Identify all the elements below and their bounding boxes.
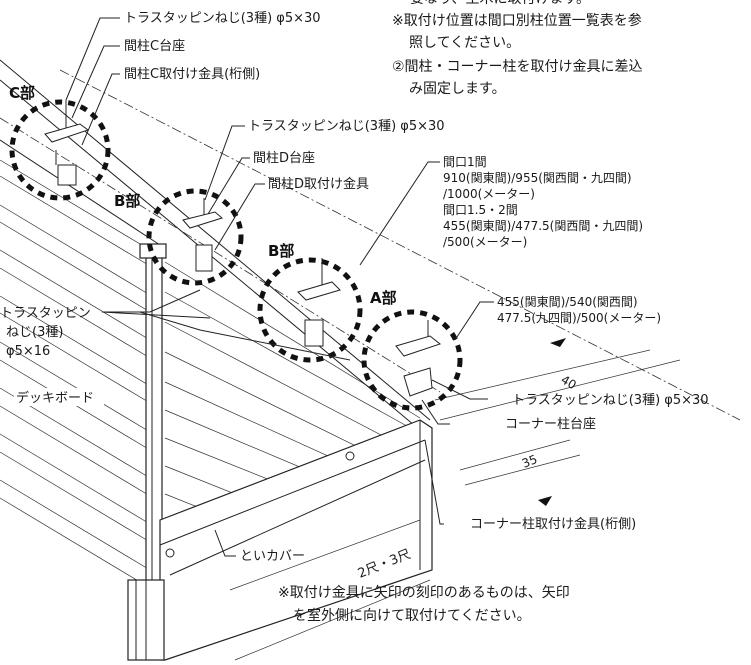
bottom-note-line-1: ※取付け金具に矢印の刻印のあるものは、矢印 [278, 585, 570, 601]
offset-line-2: 477.5(九四間)/500(メーター) [497, 311, 661, 325]
label-post-d-bracket: 間柱D取付け金具 [268, 176, 369, 192]
bracket-b2 [297, 258, 341, 347]
dim-35: 35 [520, 452, 539, 471]
part-label-c: C部 [9, 84, 35, 102]
note-line-4: み固定します。 [409, 81, 506, 97]
label-post-c-base: 間柱C台座 [124, 39, 185, 54]
callout-circle-b2 [257, 257, 363, 363]
span-line-4: 間口1.5・2間 [443, 203, 518, 217]
bottom-note-line-2: を室外側に向けて取付けてください。 [293, 608, 531, 624]
label-screw-top: トラスタッピンねじ(3種) φ5×30 [124, 10, 321, 26]
label-screw-right: トラスタッピンねじ(3種) φ5×30 [512, 392, 709, 408]
callout-circle-b1 [146, 188, 244, 286]
callout-circle-a [361, 309, 463, 411]
beam-outline [0, 59, 741, 431]
callout-circle-c [9, 99, 111, 201]
label-gutter-cover: といカバー [240, 549, 305, 564]
span-line-3: /1000(メーター) [443, 187, 535, 201]
label-screw-left-3: φ5×16 [6, 344, 50, 359]
label-deck-bg [14, 388, 104, 406]
label-deck-board: デッキボード [16, 390, 94, 406]
note-line-1: ※取付け位置は間口別柱位置一覧表を参 [392, 13, 642, 29]
offset-line-1: 455(関東間)/540(関西間) [497, 295, 638, 309]
dimension-lines [229, 338, 681, 661]
label-screw-left-1: トラスタッピン [0, 306, 91, 321]
bracket-c [44, 100, 90, 186]
note-line-3: ②間柱・コーナー柱を取付け金具に差込 [392, 59, 643, 75]
gutter-box [127, 419, 433, 661]
note-line-2: 照してください。 [409, 35, 521, 51]
leader-lines [65, 17, 494, 557]
label-post-d-base: 間柱D台座 [253, 151, 315, 166]
bracket-a [395, 320, 442, 397]
note-partial-top: 要なり、土木に取付けます。 [410, 0, 590, 10]
dim-40: 40 [559, 372, 579, 392]
span-line-1: 間口1間 [443, 155, 487, 169]
part-label-a: A部 [370, 289, 397, 307]
label-corner-base: コーナー柱台座 [505, 417, 596, 432]
span-line-5: 455(関東間)/477.5(関西間・九四間) [443, 219, 643, 233]
span-line-6: /500(メーター) [443, 235, 527, 249]
bracket-d [182, 198, 224, 272]
label-corner-bracket: コーナー柱取付け金具(桁側) [470, 516, 636, 532]
part-label-b2: B部 [268, 242, 294, 260]
span-line-2: 910(関東間)/955(関西間・九四間) [443, 171, 632, 185]
part-label-b1: B部 [114, 192, 140, 210]
label-screw-mid: トラスタッピンねじ(3種) φ5×30 [248, 118, 445, 134]
label-screw-left-2: ねじ(3種) [6, 324, 63, 340]
label-post-c-bracket: 間柱C取付け金具(桁側) [124, 66, 260, 82]
